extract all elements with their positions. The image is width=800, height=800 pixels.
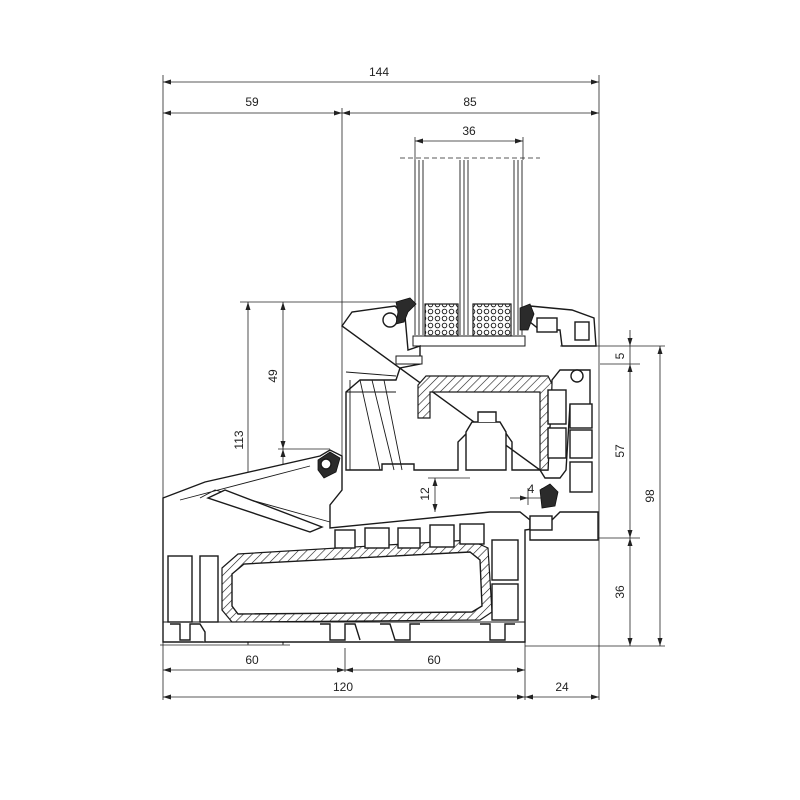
dim-sash-part: 85 xyxy=(463,95,477,109)
frame-profile xyxy=(162,449,599,643)
dim-height-left: 113 xyxy=(232,430,246,449)
dim-glazing: 36 xyxy=(462,124,476,138)
dim-frame-part: 59 xyxy=(245,95,259,109)
triple-glazing-unit xyxy=(412,160,526,347)
dim-bottom-120: 120 xyxy=(333,680,353,694)
dim-right-98: 98 xyxy=(643,489,657,503)
sash-profile xyxy=(341,297,597,509)
dim-bottom-left-60: 60 xyxy=(245,653,259,667)
dim-right-57: 57 xyxy=(613,444,627,458)
spacer-right xyxy=(472,303,512,337)
dim-right-five: 5 xyxy=(613,352,627,359)
dim-bottom-24: 24 xyxy=(555,680,569,694)
dim-height-upper: 49 xyxy=(266,369,280,383)
spacer-left xyxy=(424,303,459,337)
dim-right-36: 36 xyxy=(613,585,627,599)
dim-rebate-4: 4 xyxy=(528,482,535,496)
dim-overall-width: 144 xyxy=(369,65,389,79)
dim-rebate-12: 12 xyxy=(418,487,432,501)
dim-bottom-right-60: 60 xyxy=(427,653,441,667)
